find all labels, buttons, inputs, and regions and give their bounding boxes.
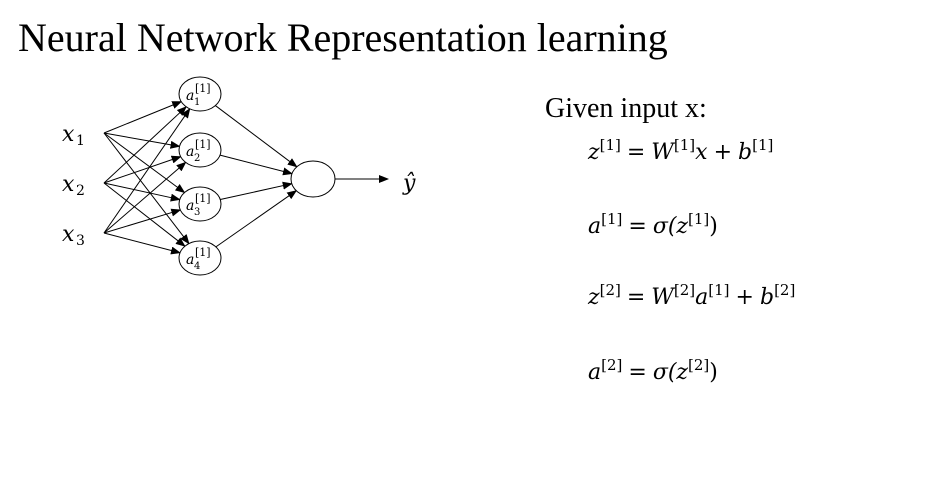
equation-z1: z[1]=W[1]x+b[1] xyxy=(588,136,774,166)
hidden-node-sub-4: 4 xyxy=(194,261,200,272)
hidden-node-sub-3: 3 xyxy=(194,207,200,218)
edge-x2-a1 xyxy=(103,106,187,184)
input-label-x1: x xyxy=(62,122,75,147)
hidden-node-1 xyxy=(178,76,222,112)
given-input-text: Given input x: xyxy=(545,93,707,124)
output-label-yhat: ŷ xyxy=(402,171,416,196)
edge-x1-a4 xyxy=(103,132,190,245)
edge-a3-out xyxy=(220,181,293,201)
edge-x3-a3 xyxy=(103,208,182,234)
hidden-node-sub-1: 1 xyxy=(194,97,200,108)
hidden-node-label-1: a xyxy=(186,88,194,104)
edge-x3-a1 xyxy=(103,108,191,234)
input-sub-x1: 1 xyxy=(76,133,85,149)
edge-x2-a4 xyxy=(103,182,186,247)
equation-z2: z[2]=W[2]a[1]+b[2] xyxy=(588,281,796,311)
input-sub-x2: 2 xyxy=(76,183,85,199)
hidden-node-2 xyxy=(178,132,222,168)
edge-x1-a2 xyxy=(103,132,181,149)
hidden-node-sup-2: [1] xyxy=(195,138,211,151)
input-label-x2: x xyxy=(62,172,75,197)
edge-x2-a3 xyxy=(103,182,181,202)
equation-a2: a[2]=σ(z[2]) xyxy=(588,356,718,386)
hidden-node-4 xyxy=(178,240,222,276)
edges xyxy=(103,101,389,255)
hidden-node-sup-3: [1] xyxy=(195,192,211,205)
edge-x2-a2 xyxy=(103,155,182,184)
hidden-node-3 xyxy=(178,186,222,222)
equation-a1: a[1]=σ(z[1]) xyxy=(588,210,718,240)
edge-a2-out xyxy=(219,154,293,176)
nodes xyxy=(178,76,336,276)
output-node xyxy=(290,160,336,198)
hidden-node-sub-2: 2 xyxy=(194,153,200,164)
hidden-node-label-2: a xyxy=(186,144,194,160)
edge-x3-a2 xyxy=(103,161,187,234)
hidden-node-label-4: a xyxy=(186,252,194,268)
hidden-node-label-3: a xyxy=(186,198,194,214)
input-sub-x3: 3 xyxy=(76,233,85,249)
edge-a1-out xyxy=(215,105,298,168)
hidden-node-sup-1: [1] xyxy=(195,82,211,95)
slide-title: Neural Network Representation learning xyxy=(18,15,668,60)
edge-a4-out xyxy=(215,190,298,248)
edge-x1-a3 xyxy=(103,132,186,194)
edge-x3-a4 xyxy=(103,232,181,255)
input-label-x3: x xyxy=(62,222,75,247)
hidden-node-sup-4: [1] xyxy=(195,246,211,259)
edge-x1-a1 xyxy=(103,101,183,134)
